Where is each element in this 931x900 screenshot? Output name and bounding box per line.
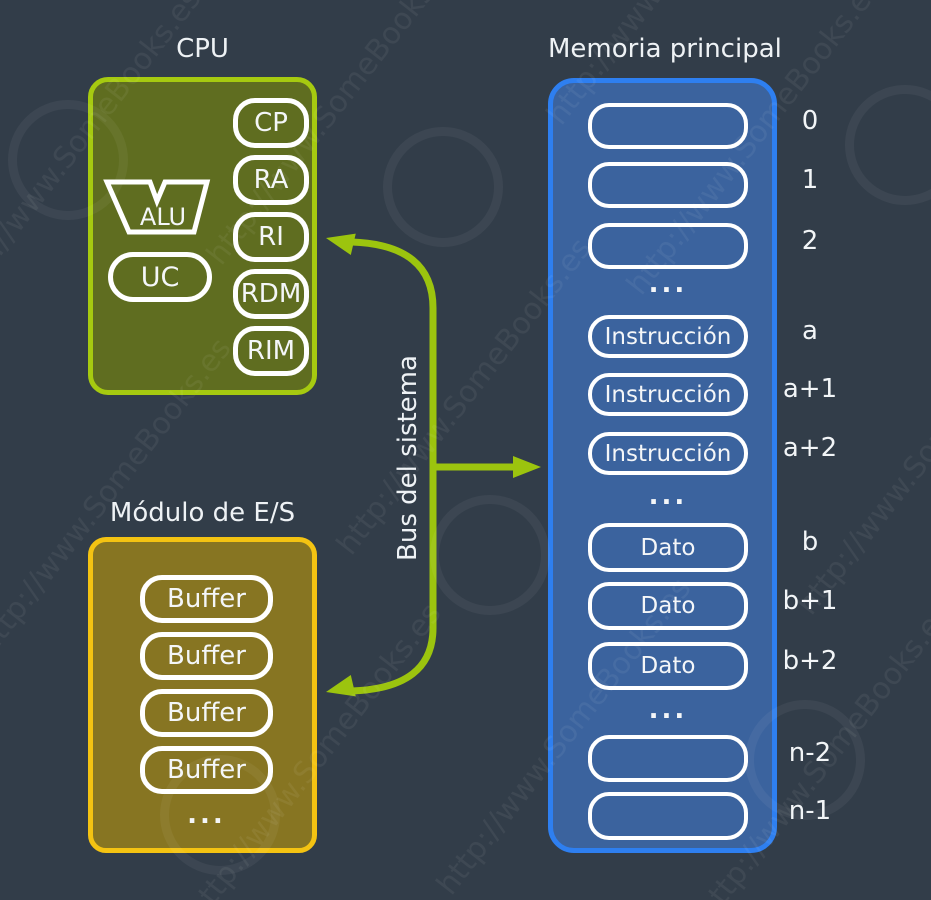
memory-ellipsis-2: ... xyxy=(648,481,688,511)
watermark-ring xyxy=(383,127,503,247)
register-cp-label: CP xyxy=(254,108,288,138)
io-buffer-1-label: Buffer xyxy=(167,584,246,614)
arrowhead-to-cpu-icon xyxy=(326,233,356,256)
memory-cell-a2: Instrucción xyxy=(588,432,748,475)
memory-ellipsis-3: ... xyxy=(648,695,688,725)
register-rim: RIM xyxy=(233,326,309,376)
register-ra-label: RA xyxy=(253,165,289,195)
memory-cell-a2-label: Instrucción xyxy=(604,440,732,467)
address-label-a: a xyxy=(802,316,818,346)
address-label-0: 0 xyxy=(801,106,819,136)
address-label-a1: a+1 xyxy=(782,374,838,404)
io-module-title: Módulo de E/S xyxy=(109,498,296,528)
register-ri-label: RI xyxy=(258,222,284,252)
memory-cell-b1-label: Dato xyxy=(640,593,696,619)
address-label-b2: b+2 xyxy=(782,646,838,676)
uc-label: UC xyxy=(140,261,180,293)
alu-label: ALU xyxy=(139,203,187,231)
memory-cell-2 xyxy=(588,223,748,269)
memory-cell-a-label: Instrucción xyxy=(604,323,732,350)
cpu-box: ALU UC CP RA RI RDM RIM xyxy=(88,77,317,395)
memory-box: ... Instrucción Instrucción Instrucción … xyxy=(548,78,777,853)
address-label-2: 2 xyxy=(801,226,819,256)
io-buffer-4-label: Buffer xyxy=(167,755,246,785)
memory-cell-b2-label: Dato xyxy=(640,653,696,679)
memory-cell-a1-label: Instrucción xyxy=(604,381,732,408)
address-label-1: 1 xyxy=(801,165,819,195)
register-rdm-label: RDM xyxy=(240,279,302,309)
io-buffer-1: Buffer xyxy=(140,575,273,623)
address-label-a2: a+2 xyxy=(782,433,838,463)
watermark-ring xyxy=(845,85,931,205)
memory-cell-1 xyxy=(588,162,748,208)
memory-cell-0 xyxy=(588,103,748,149)
bus-label: Bus del sistema xyxy=(393,355,423,561)
memory-cell-n2 xyxy=(588,735,748,782)
address-label-b: b xyxy=(801,527,819,557)
io-buffer-4: Buffer xyxy=(140,746,273,794)
memory-title: Memoria principal xyxy=(548,34,782,64)
register-rim-label: RIM xyxy=(246,336,296,366)
memory-cell-b2: Dato xyxy=(588,642,748,690)
io-buffer-2: Buffer xyxy=(140,632,273,680)
register-ra: RA xyxy=(233,155,309,205)
watermark-ring xyxy=(430,495,550,615)
memory-cell-n1 xyxy=(588,792,748,840)
io-module-box: Buffer Buffer Buffer Buffer ... xyxy=(88,537,317,853)
arrowhead-to-memory-icon xyxy=(513,456,541,478)
register-cp: CP xyxy=(233,98,309,148)
memory-cell-b1: Dato xyxy=(588,582,748,630)
address-label-b1: b+1 xyxy=(782,586,838,616)
io-buffer-2-label: Buffer xyxy=(167,641,246,671)
cpu-title: CPU xyxy=(176,34,229,64)
address-label-n2: n-2 xyxy=(788,738,832,768)
io-ellipsis: ... xyxy=(187,800,226,830)
memory-ellipsis-1: ... xyxy=(648,269,688,299)
alu-shape-icon xyxy=(103,179,211,235)
memory-cell-b-label: Dato xyxy=(640,534,696,561)
address-label-n1: n-1 xyxy=(788,796,832,826)
io-buffer-3-label: Buffer xyxy=(167,698,246,728)
uc-register: UC xyxy=(108,252,212,302)
io-buffer-3: Buffer xyxy=(140,689,273,737)
arrowhead-to-io-icon xyxy=(326,674,356,697)
memory-cell-a: Instrucción xyxy=(588,315,748,358)
memory-cell-a1: Instrucción xyxy=(588,373,748,416)
register-ri: RI xyxy=(233,212,309,262)
register-rdm: RDM xyxy=(233,269,309,319)
memory-cell-b: Dato xyxy=(588,523,748,572)
